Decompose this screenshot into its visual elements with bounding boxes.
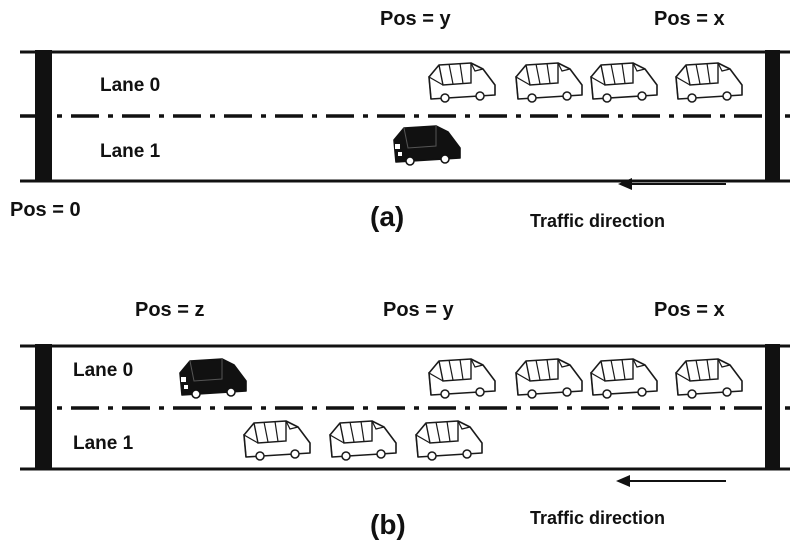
car-lane0-a-1: [428, 62, 496, 103]
car-lane1-b-2: [329, 420, 397, 461]
panel-b: Pos = z Pos = y Pos = x Lane 0 Lane 1 Tr…: [20, 299, 790, 540]
pos-y-label-a: Pos = y: [380, 8, 451, 30]
panel-label-b: (b): [370, 509, 406, 540]
car-lane0-b-4: [675, 358, 743, 399]
pos-origin-label-a: Pos = 0: [10, 199, 81, 221]
car-lane0-b-3: [590, 358, 658, 399]
lane-0-label-b: Lane 0: [73, 360, 133, 381]
pos-y-label-b: Pos = y: [383, 299, 454, 321]
car-lane1-b-1: [243, 420, 311, 461]
pos-x-label-b: Pos = x: [654, 299, 725, 321]
car-lane1-b-3: [415, 420, 483, 461]
lane-1-label-a: Lane 1: [100, 141, 161, 162]
car-lane0-a-3: [590, 62, 658, 103]
car-lane0-b-1: [428, 358, 496, 399]
pos-z-label-b: Pos = z: [135, 299, 204, 321]
pos-x-label-a: Pos = x: [654, 8, 725, 30]
right-barrier-b: [765, 344, 780, 470]
car-lane0-a-2: [515, 62, 583, 103]
car-lane0-b-2: [515, 358, 583, 399]
left-barrier-b: [35, 344, 52, 470]
car-lane1-a-dark: [393, 125, 461, 166]
lane-0-label-a: Lane 0: [100, 75, 160, 96]
traffic-arrow-head-a: [618, 178, 632, 190]
left-barrier-a: [35, 50, 52, 182]
traffic-direction-label-a: Traffic direction: [530, 211, 665, 231]
panel-label-a: (a): [370, 201, 404, 232]
right-barrier-a: [765, 50, 780, 182]
car-lane0-b-dark: [179, 358, 247, 399]
lane-1-label-b: Lane 1: [73, 433, 134, 454]
traffic-arrow-head-b: [616, 475, 630, 487]
panel-a: Pos = y Pos = x Lane 0 Lane 1 Pos = 0 Tr…: [10, 8, 790, 232]
traffic-direction-label-b: Traffic direction: [530, 508, 665, 528]
car-lane0-a-4: [675, 62, 743, 103]
